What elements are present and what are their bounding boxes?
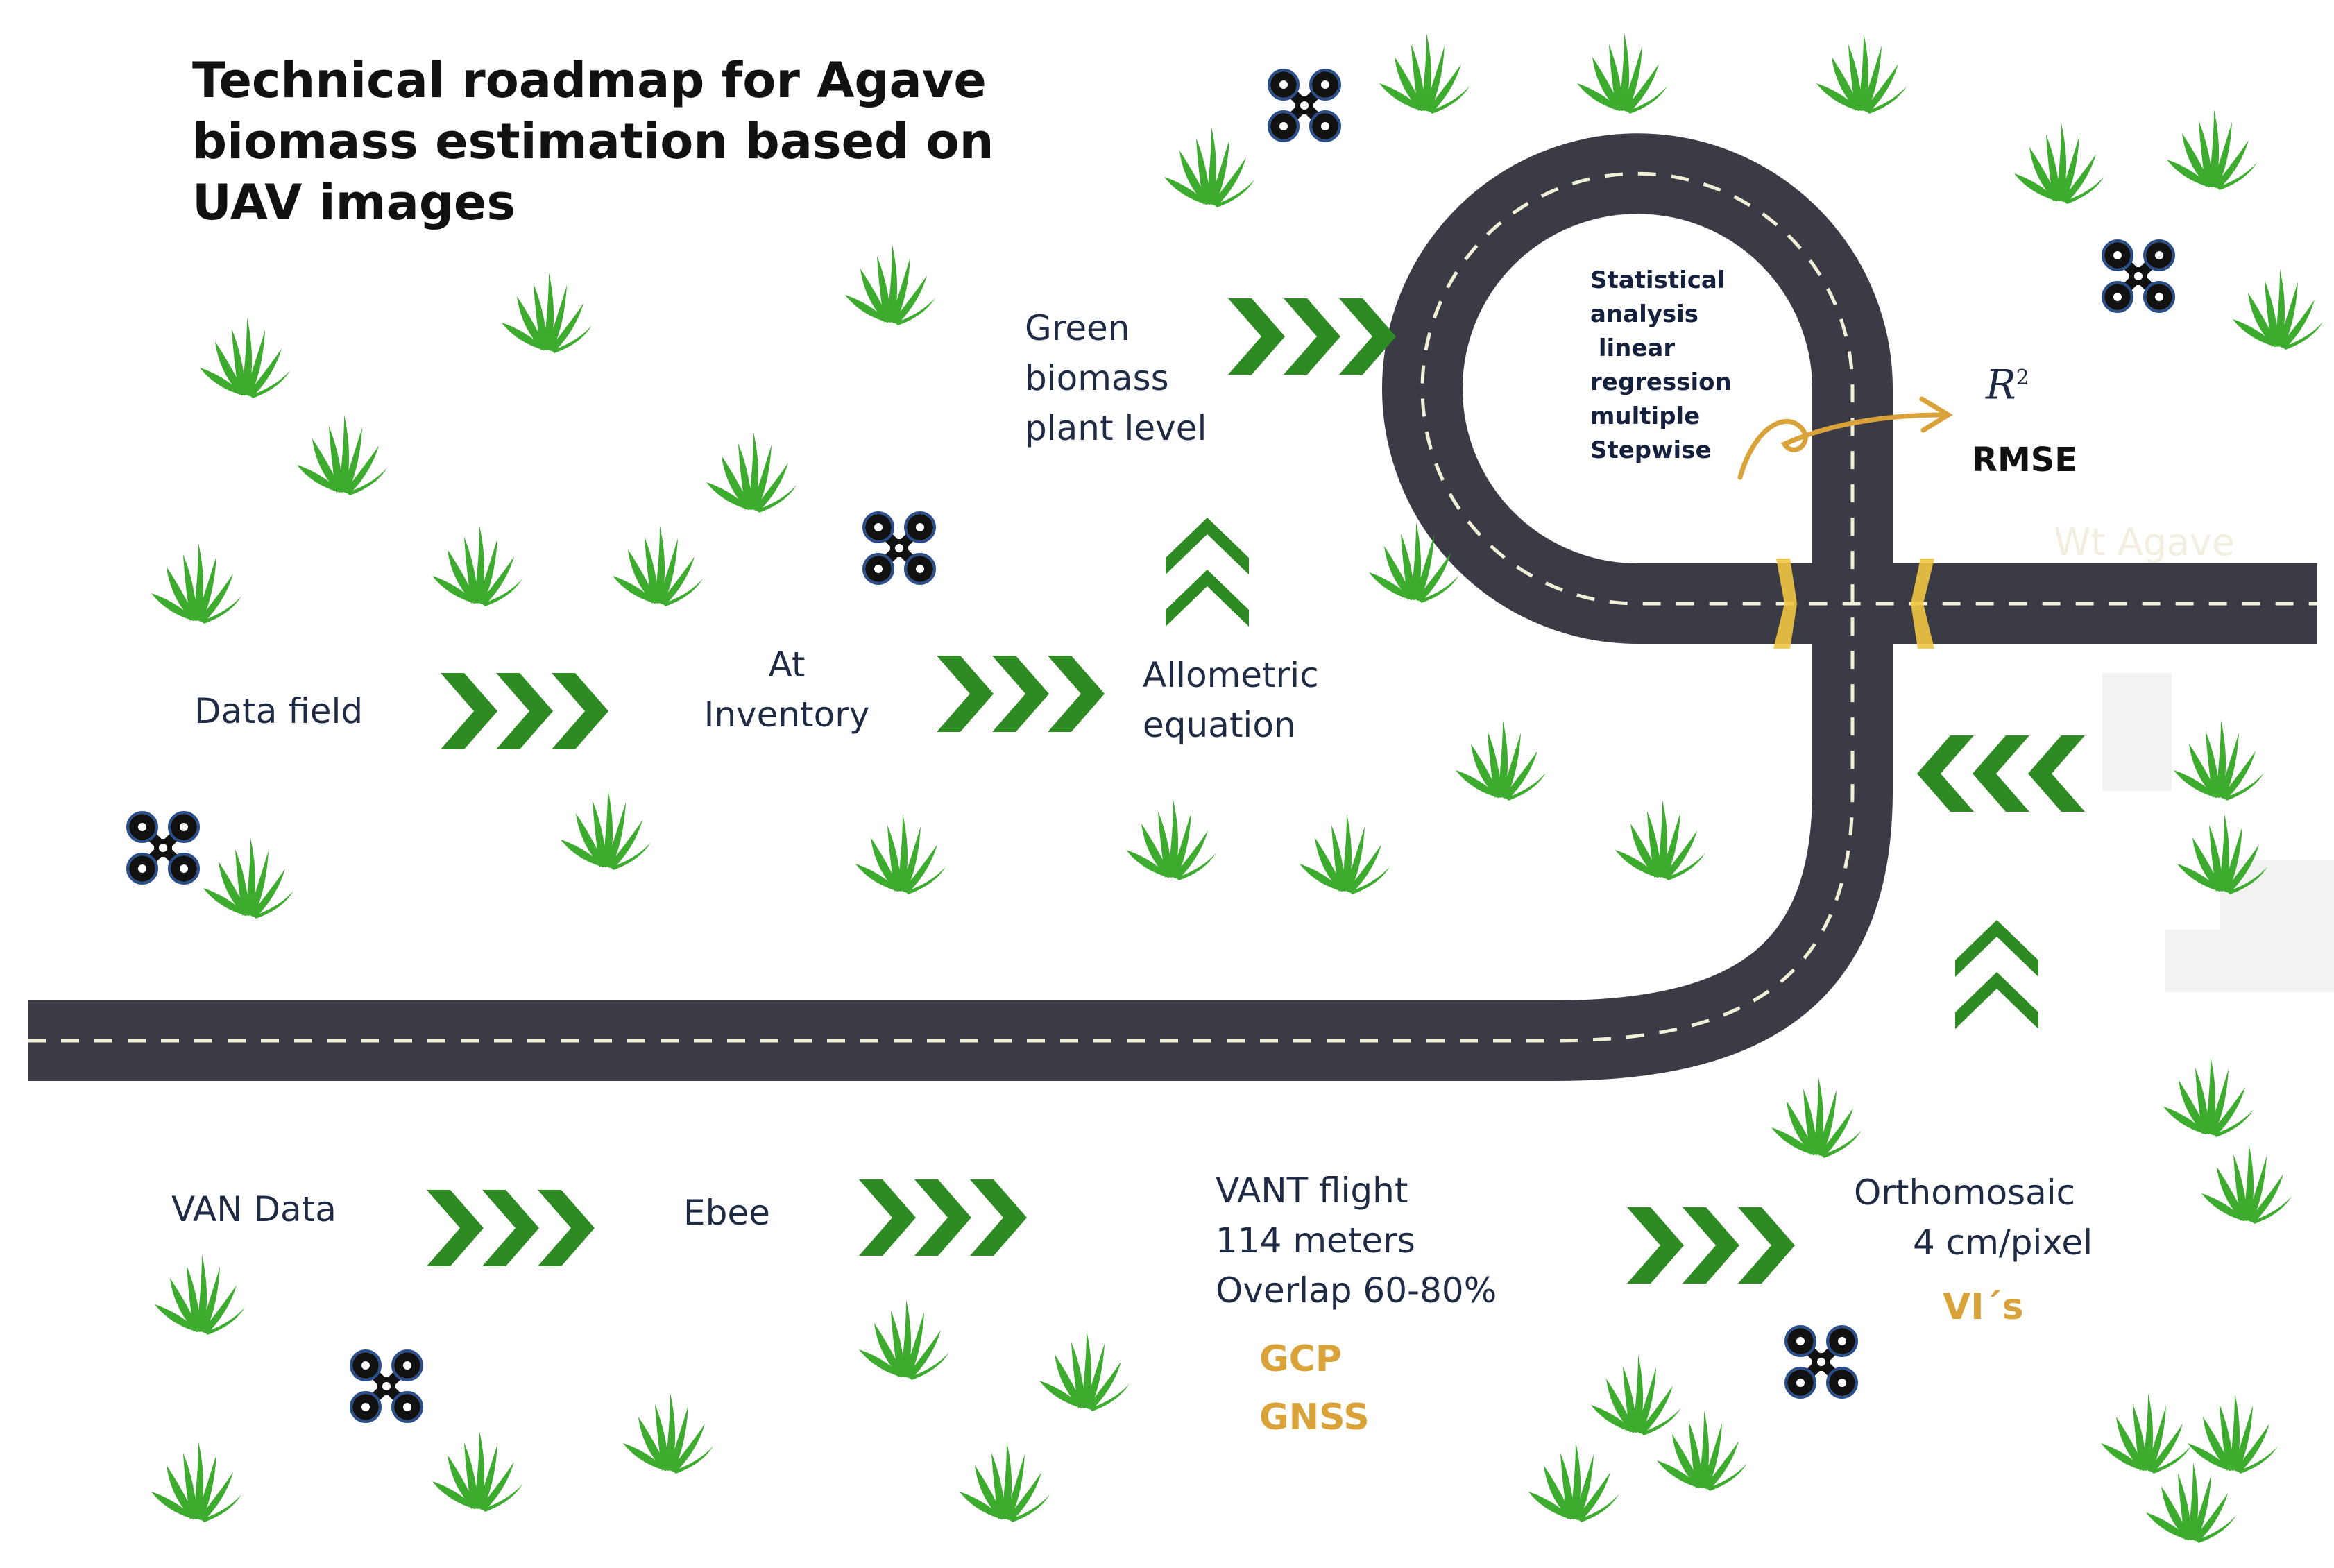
drone-icon [2103,241,2174,312]
background-blocks [2102,673,2334,992]
title-line: Technical roadmap for Agave [192,52,987,109]
vant-flight-label: VANT flight 114 meters Overlap 60-80% [1216,1170,1497,1311]
drone-icon [1269,70,1340,141]
grass-icon [2163,1057,2254,1137]
grass-icon [1615,800,1705,880]
ebee-label: Ebee [683,1193,770,1233]
grass-icon [1379,33,1470,114]
chevron-right-icon [441,673,608,749]
data-field-label: Data field [194,691,364,731]
drone-icon [1786,1327,1857,1397]
road-center-line [28,171,2317,1043]
gcp-gnss-label: GCP GNSS [1259,1338,1370,1438]
grass-icon [2014,123,2104,204]
at-inventory-label: At Inventory [704,645,870,735]
title-line: UAV images [192,174,516,231]
grass-icon [2146,1463,2236,1543]
grass-icon [432,1431,522,1512]
chevron-up-icon [1955,920,2038,1029]
vis-label: VI´s [1943,1286,2024,1328]
chevron-right-icon [859,1179,1027,1256]
curved-arrow-icon [1737,396,1953,480]
chevron-right-icon [1627,1207,1795,1284]
grass-icon [1816,33,1907,114]
allometric-equation-label: Allometric equation [1143,655,1319,745]
diagram-title: Technical roadmap for Agave biomass esti… [192,50,994,233]
grass-icon [203,838,293,919]
statistical-analysis-label: Statistical analysis linear regression m… [1590,266,1732,464]
rmse-label: RMSE [1972,441,2078,479]
grass-icon [1771,1077,1862,1158]
green-biomass-label: Green biomass plant level [1025,308,1207,448]
grass-icon [155,1254,245,1335]
wt-agave-label: Wt Agave [2054,520,2235,564]
grass-icon [623,1393,713,1474]
grass-icon [1300,814,1390,894]
grass-icon [1039,1331,1130,1411]
grass-icon [1657,1411,1747,1491]
grass-icon [1591,1355,1681,1435]
grass-icon [706,432,797,513]
grass-icon [2188,1393,2278,1474]
grass-icon [432,526,522,606]
grass-icon [1577,33,1667,114]
title-line: biomass estimation based on [192,113,994,170]
orthomosaic-label: Orthomosaic 4 cm/pixel [1854,1173,2093,1263]
grass-icon [855,814,946,894]
grass-icon [2201,1143,2292,1224]
grass-icon [613,526,703,606]
grass-icon [960,1442,1050,1522]
grass-icon [1456,720,1546,801]
grass-icon [297,415,387,495]
van-data-label: VAN Data [171,1189,337,1229]
chevron-right-icon [1228,298,1396,375]
grass-icon [2233,269,2323,350]
roadmap-road [28,133,2317,1081]
grass-icon [2174,720,2264,801]
grass-icon [151,1442,241,1522]
grass-icon [845,245,935,325]
grass-icon [561,790,651,870]
drone-icon [864,513,935,583]
grass-icon [1164,127,1254,207]
grass-icon [200,318,290,398]
chevron-right-icon [937,656,1105,732]
grass-icon [2101,1393,2191,1474]
grass-icon [1528,1442,1619,1522]
grass-icon [151,543,241,624]
drone-icon [128,812,198,883]
drone-icon [351,1351,422,1422]
chevron-left-icon [1917,735,2085,812]
grass-icon [2167,110,2257,190]
r2-label: R2 [1986,361,2029,409]
grass-icon [859,1299,949,1380]
chevron-right-icon [427,1190,595,1266]
grass-icon [1126,800,1216,880]
chevron-up-icon [1166,518,1249,627]
overpass-marker [1773,559,1934,649]
grass-icon [502,273,592,353]
